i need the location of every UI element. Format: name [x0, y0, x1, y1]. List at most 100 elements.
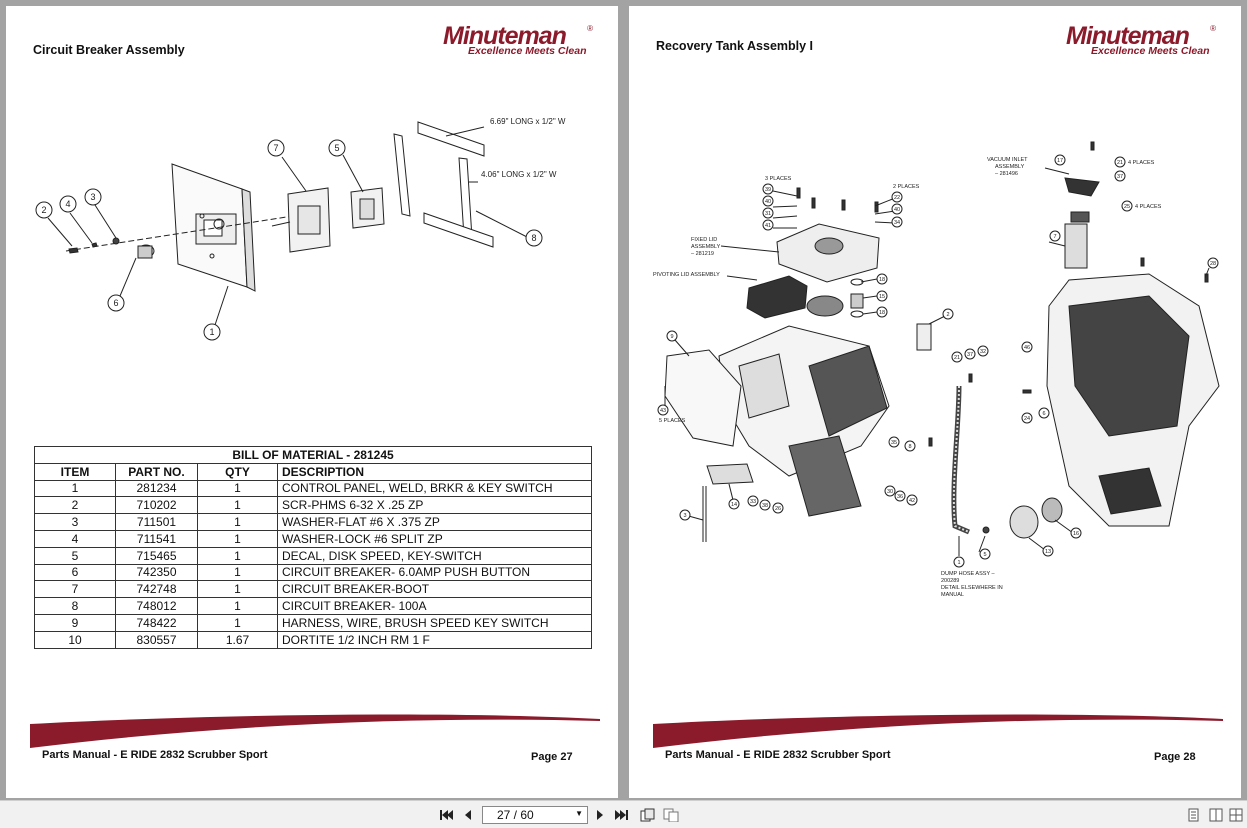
pages-icon[interactable]: [663, 808, 679, 822]
callout-35: 35: [891, 440, 897, 446]
callout-7: 7: [1053, 234, 1056, 240]
callout-31: 31: [765, 211, 771, 217]
callout-8: 8: [531, 233, 536, 243]
cell: DECAL, DISK SPEED, KEY-SWITCH: [277, 546, 592, 565]
callout-37: 37: [1117, 174, 1123, 180]
bom-caption: BILL OF MATERIAL - 281245: [34, 446, 592, 464]
rotate-icon[interactable]: [640, 808, 656, 822]
callout-18b: 18: [879, 310, 885, 316]
callout-43: 43: [660, 408, 666, 414]
cell: 1: [197, 546, 278, 565]
callout-41: 41: [765, 223, 771, 229]
cell: 7: [34, 580, 116, 599]
label-4-places-a: 4 PLACES: [1128, 160, 1155, 166]
callout-1: 1: [957, 560, 960, 566]
cell: 711541: [115, 529, 198, 548]
dimension-label-short: 4.06" LONG x 1/2" W: [481, 170, 557, 179]
callout-14: 14: [731, 502, 737, 508]
cell: 9: [34, 613, 116, 632]
cell: CIRCUIT BREAKER-BOOT: [277, 580, 592, 599]
col-item: ITEM: [34, 462, 116, 481]
cell: 742350: [115, 563, 198, 582]
cell: 1: [197, 496, 278, 515]
circuit-breaker-diagram: 7 5 2 4 3 6 1 8 6.69" LONG x 1/2" W 4.06…: [35, 117, 566, 341]
callout-22: 22: [894, 195, 900, 201]
cell: 830557: [115, 630, 198, 649]
callout-1: 1: [209, 327, 214, 337]
callout-46: 46: [1024, 345, 1030, 351]
callout-39: 39: [765, 187, 771, 193]
callout-3: 3: [90, 192, 95, 202]
callout-17: 17: [1057, 158, 1063, 164]
last-page-icon[interactable]: [614, 808, 630, 822]
cell: 742748: [115, 580, 198, 599]
single-page-icon[interactable]: [1186, 808, 1202, 822]
callout-25: 25: [1124, 204, 1130, 210]
callout-5: 5: [334, 143, 339, 153]
callout-21b: 21: [954, 355, 960, 361]
logo-wordmark: Minuteman: [443, 22, 567, 50]
label-fixed-lid-1: FIXED LID: [691, 237, 717, 243]
label-dump-hose-4: MANUAL: [941, 592, 964, 598]
cell: 1: [197, 563, 278, 582]
cell: 1: [197, 613, 278, 632]
callout-21: 21: [1117, 160, 1123, 166]
cell: 2: [34, 496, 116, 515]
callout-40: 40: [765, 199, 771, 205]
callout-7: 7: [273, 143, 278, 153]
two-page-icon[interactable]: [1208, 808, 1224, 822]
callout-2: 2: [41, 205, 46, 215]
first-page-icon[interactable]: [438, 808, 454, 822]
footer-manual-title: Parts Manual - E RIDE 2832 Scrubber Spor…: [42, 749, 268, 761]
cell: CONTROL PANEL, WELD, BRKR & KEY SWITCH: [277, 479, 592, 498]
page-27: Circuit Breaker Assembly Minuteman ® Exc…: [6, 6, 618, 798]
cell: 4: [34, 529, 116, 548]
callout-42: 42: [909, 498, 915, 504]
next-page-icon[interactable]: [592, 808, 608, 822]
page-indicator-select[interactable]: 27 / 60 ▼: [482, 806, 588, 824]
footer-manual-title: Parts Manual - E RIDE 2832 Scrubber Spor…: [665, 749, 891, 761]
chevron-down-icon: ▼: [575, 809, 583, 818]
cell: 5: [34, 546, 116, 565]
cell: SCR-PHMS 6-32 X .25 ZP: [277, 496, 592, 515]
logo-tagline: Excellence Meets Clean: [468, 45, 587, 57]
callout-16: 16: [1073, 531, 1079, 537]
callout-24: 24: [1024, 416, 1030, 422]
page-title: Recovery Tank Assembly I: [656, 39, 814, 53]
page-indicator-value: 27 / 60: [497, 808, 534, 822]
bill-of-material-table: BILL OF MATERIAL - 281245 ITEM PART NO. …: [34, 446, 592, 649]
cell: CIRCUIT BREAKER- 100A: [277, 597, 592, 615]
callout-40b: 40: [894, 207, 900, 213]
label-5-places: 5 PLACES: [659, 418, 686, 424]
cell: 1: [197, 580, 278, 599]
continuous-icon[interactable]: [1228, 808, 1244, 822]
prev-page-icon[interactable]: [460, 808, 476, 822]
cell: 8: [34, 597, 116, 615]
callout-6: 6: [1042, 411, 1045, 417]
recovery-tank-diagram: 39 40 31 41 22 40 34 17 21 37 25 7 28 18…: [653, 141, 1220, 598]
cell: 748012: [115, 597, 198, 615]
label-4-places-b: 4 PLACES: [1135, 204, 1162, 210]
cell: HARNESS, WIRE, BRUSH SPEED KEY SWITCH: [277, 613, 592, 632]
footer-page-number: Page 27: [531, 751, 573, 763]
callout-9: 9: [670, 334, 673, 340]
col-qty: QTY: [197, 462, 278, 481]
page-28: Recovery Tank Assembly I Minuteman ® Exc…: [629, 6, 1241, 798]
col-description: DESCRIPTION: [277, 462, 592, 481]
callout-36: 36: [897, 494, 903, 500]
cell: WASHER-LOCK #6 SPLIT ZP: [277, 529, 592, 548]
callout-33: 33: [750, 499, 756, 505]
logo-tagline: Excellence Meets Clean: [1091, 45, 1210, 57]
cell: 710202: [115, 496, 198, 515]
page-title: Circuit Breaker Assembly: [33, 43, 185, 57]
bom-header-row: ITEM PART NO. QTY DESCRIPTION: [34, 462, 592, 481]
col-part-no: PART NO.: [115, 462, 198, 481]
minuteman-logo: Minuteman ® Excellence Meets Clean: [1066, 22, 1216, 62]
dimension-label-long: 6.69" LONG x 1/2" W: [490, 117, 566, 126]
cell: 281234: [115, 479, 198, 498]
callout-34: 34: [894, 220, 900, 226]
